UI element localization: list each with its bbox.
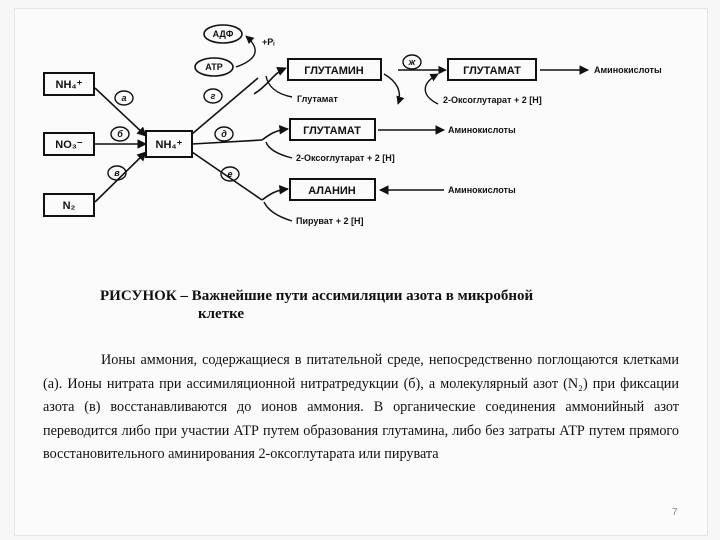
caption-line-1: РИСУНОК – Важнейшие пути ассимиляции азо… (100, 288, 534, 304)
glutamate-top-label: ГЛУТАМАТ (463, 65, 521, 77)
label-v-text: в (114, 168, 120, 178)
glutamate-mid-label: ГЛУТАМАТ (303, 125, 361, 137)
oxoglutarate-mid-label: 2-Оксоглутарат + 2 [H] (296, 153, 395, 163)
paragraph-text: Ионы аммония, содержащиеся в питательной… (43, 352, 679, 462)
atp-label: АТР (205, 62, 223, 72)
label-g-circle: г (203, 88, 223, 104)
adp-label: АДФ (213, 29, 234, 39)
atp-oval: АТР (194, 57, 234, 77)
atp-adp-curve (235, 35, 256, 68)
curve-to-alanine (261, 184, 289, 201)
curve-oxoglutarate-mid (265, 141, 293, 159)
pi-label: +Pᵢ (262, 37, 275, 47)
aminoacids-bot-label: Аминокислоты (448, 185, 516, 195)
nh4-center-label: NH₄⁺ (156, 139, 183, 151)
body-paragraph: Ионы аммония, содержащиеся в питательной… (43, 349, 679, 467)
curve-zh-right (424, 73, 439, 105)
curve-to-glutamine (253, 66, 287, 95)
glutamine-box: ГЛУТАМИН (287, 58, 382, 81)
nh4-center-box: NH₄⁺ (145, 130, 193, 158)
arrow-v (94, 151, 147, 203)
nh4-input-label: NH₄⁺ (56, 79, 83, 91)
curve-from-glutamat (265, 75, 293, 98)
alanine-box: АЛАНИН (289, 178, 376, 201)
label-zh-text: ж (408, 57, 416, 67)
nitrogen-assimilation-diagram: NH₄⁺ NO₃⁻ N₂ NH₄⁺ а б в г д е (43, 24, 662, 226)
label-d-text: д (221, 129, 227, 139)
glutamine-label: ГЛУТАМИН (304, 65, 364, 77)
arrow-g-branch (191, 77, 259, 135)
no3-input-label: NO₃⁻ (55, 139, 83, 151)
glutamate-top-box: ГЛУТАМАТ (447, 58, 537, 81)
label-a-circle: а (114, 90, 134, 106)
label-b-circle: б (110, 126, 130, 142)
arrow-d-branch (191, 139, 263, 145)
arrow-a (94, 87, 147, 137)
label-b-text: б (117, 129, 123, 139)
aminoacids-mid-label: Аминокислоты (448, 125, 516, 135)
curve-pyruvate (263, 201, 293, 222)
label-g-text: г (211, 91, 216, 101)
caption-line-2: клетке (198, 306, 245, 322)
glutamat-small-label: Глутамат (297, 94, 338, 104)
curve-to-glutamate-mid (261, 124, 289, 141)
label-v-circle: в (107, 165, 127, 181)
label-a-text: а (121, 93, 126, 103)
oxoglutarate-top-label: 2-Оксоглутарат + 2 [H] (443, 95, 542, 105)
no3-input-box: NO₃⁻ (43, 132, 95, 156)
curve-zh-left (383, 73, 405, 105)
n2-input-box: N₂ (43, 193, 95, 217)
label-e-circle: е (220, 166, 240, 182)
adp-oval: АДФ (203, 24, 243, 44)
label-e-text: е (227, 169, 232, 179)
page-number: 7 (672, 507, 678, 518)
glutamate-mid-box: ГЛУТАМАТ (289, 118, 376, 141)
alanine-label: АЛАНИН (308, 185, 356, 197)
page (14, 8, 708, 536)
figure-caption: РИСУНОК – Важнейшие пути ассимиляции азо… (100, 287, 690, 323)
label-zh-circle: ж (402, 54, 422, 70)
n2-input-label: N₂ (63, 200, 76, 212)
nh4-input-box: NH₄⁺ (43, 72, 95, 96)
pyruvate-label: Пируват + 2 [H] (296, 216, 363, 226)
label-d-circle: д (214, 126, 234, 142)
aminoacids-top-label: Аминокислоты (594, 65, 662, 75)
arrow-e-branch (191, 151, 263, 201)
